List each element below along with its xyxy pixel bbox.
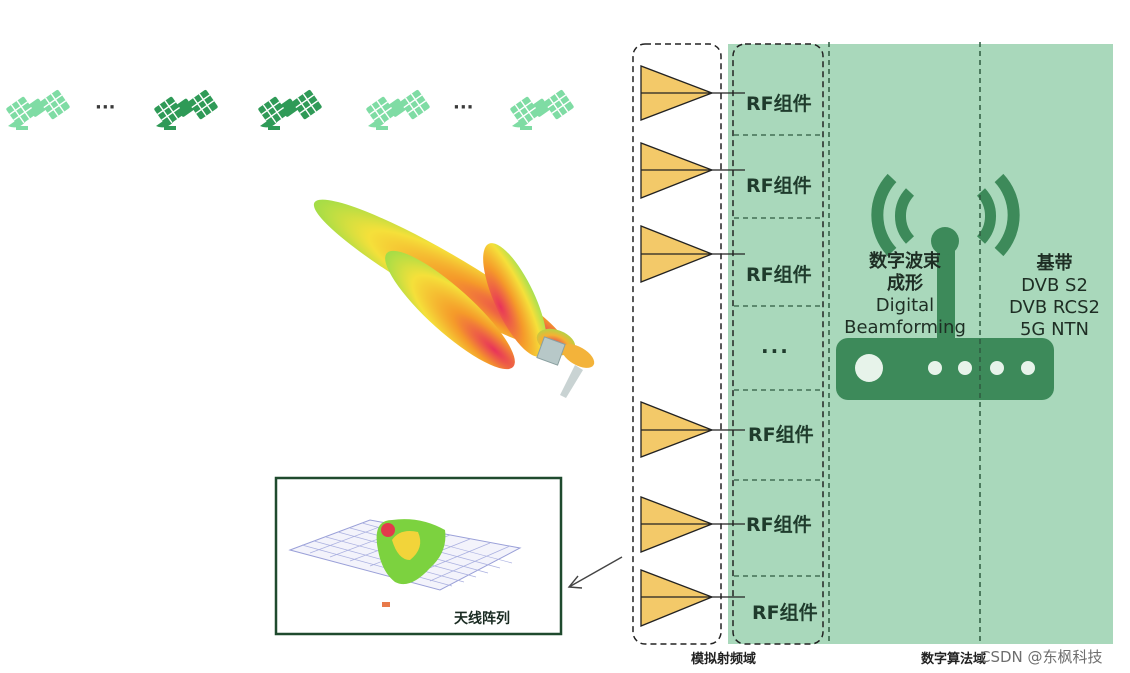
rf-column-box [732, 43, 824, 645]
router-status-dot [1021, 361, 1035, 375]
rf-component-label: RF组件 [746, 175, 812, 197]
satellite-icon [256, 88, 324, 130]
rf-row-separators [734, 134, 822, 577]
rf-ellipsis: ··· [761, 339, 790, 363]
watermark: CSDN @东枫科技 [980, 648, 1103, 666]
router-status-dot [990, 361, 1004, 375]
router-wifi-center-dot [931, 227, 959, 255]
arrow-to-antenna-array [567, 556, 623, 589]
beamforming-line: 数字波束 [869, 251, 941, 272]
beamforming-line: 成形 [887, 273, 923, 294]
router-status-dot [928, 361, 942, 375]
satellite-ellipsis: ··· [453, 97, 474, 118]
satellite-ellipsis: ··· [95, 97, 116, 118]
satellite-icon [4, 88, 72, 130]
rf-component-label: RF组件 [746, 264, 812, 286]
antenna-triangle-icon [640, 569, 745, 627]
baseband-line: DVB RCS2 [1009, 297, 1100, 318]
digital-algorithm-domain-caption: 数字算法域 [921, 652, 987, 667]
antenna-triangle-icon [640, 225, 745, 283]
baseband-line: DVB S2 [1021, 275, 1088, 296]
analog-rf-domain-caption: 模拟射频域 [691, 652, 757, 667]
antenna-elements [640, 65, 745, 627]
beam-pattern [313, 199, 595, 398]
rf-component-label: RF组件 [748, 424, 814, 446]
beamforming-line: Beamforming [844, 317, 966, 338]
baseband-line: 基带 [1036, 253, 1073, 274]
antenna-array-grid [288, 519, 522, 607]
rf-component-label: RF组件 [746, 93, 812, 115]
beamforming-line: Digital [875, 295, 935, 316]
router-status-dot [855, 354, 883, 382]
antenna-triangle-icon [640, 65, 745, 121]
antenna-column-box [632, 43, 722, 645]
router-wifi-icon [836, 173, 1054, 400]
rf-component-label: RF组件 [752, 602, 818, 624]
rf-component-label: RF组件 [746, 514, 812, 536]
satellite-row [4, 88, 576, 130]
digital-beamforming-label: 数字波束 成形 Digital Beamforming [836, 251, 974, 339]
router-status-dot [958, 361, 972, 375]
baseband-line: 5G NTN [1019, 319, 1090, 340]
antenna-array-caption: 天线阵列 [454, 611, 510, 627]
antenna-triangle-icon [640, 142, 745, 199]
satellite-icon [508, 88, 576, 130]
satellite-icon [152, 88, 220, 130]
antenna-triangle-icon [640, 496, 745, 553]
baseband-label: 基带 DVB S2 DVB RCS2 5G NTN [992, 253, 1117, 341]
antenna-triangle-icon [640, 401, 745, 458]
satellite-icon [364, 88, 432, 130]
